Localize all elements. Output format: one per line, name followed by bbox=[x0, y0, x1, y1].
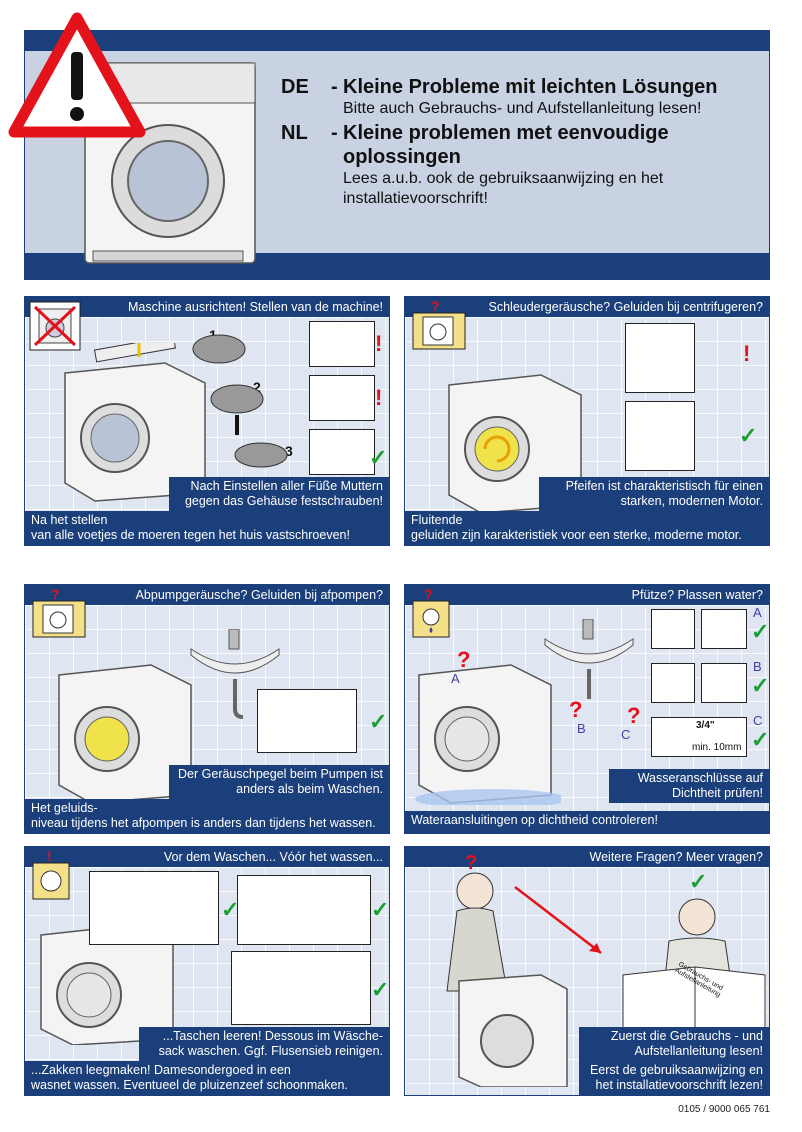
panel-pump-noise: Abpumpgeräusche? Geluiden bij afpompen? … bbox=[24, 584, 390, 834]
panel-align-machine: Maschine ausrichten! Stellen van de mach… bbox=[24, 296, 390, 546]
inset-wrong-2 bbox=[309, 375, 375, 421]
crossed-machine-icon bbox=[29, 301, 81, 351]
inset-wrong-1 bbox=[309, 321, 375, 367]
svg-text:?: ? bbox=[465, 852, 477, 874]
warning-triangle-icon bbox=[8, 12, 146, 138]
inset-spin-sound bbox=[625, 401, 695, 471]
arrow-icon bbox=[514, 886, 602, 954]
inset-lint-filter bbox=[231, 951, 371, 1025]
check-icon: ✓ bbox=[371, 977, 390, 1002]
panel-title: Abpumpgeräusche? Geluiden bij afpompen? bbox=[25, 585, 389, 605]
inset-c-thread: 3/4" min. 10mm bbox=[651, 717, 747, 757]
check-icon: ✓ bbox=[751, 673, 770, 698]
check-icon: ✓ bbox=[689, 869, 708, 894]
washing-machine-question-illustration bbox=[458, 974, 568, 1087]
inset-a-right bbox=[701, 609, 747, 649]
check-icon: ✓ bbox=[371, 897, 390, 922]
noise-question-icon: ? bbox=[412, 299, 466, 350]
panel-more-questions: Weitere Fragen? Meer vragen? ? ✓ Gebrauc… bbox=[404, 846, 770, 1096]
point-c: C bbox=[621, 727, 631, 742]
point-b: B bbox=[577, 721, 586, 736]
de-caption: Pfeifen ist charakteristisch für einen s… bbox=[539, 477, 769, 511]
washing-machine-before-illustration bbox=[40, 924, 174, 1045]
nl-code: NL bbox=[281, 122, 308, 144]
inset-a-wrong bbox=[651, 609, 695, 649]
point-a: A bbox=[451, 671, 460, 686]
inset-transport-bolts bbox=[625, 323, 695, 393]
nl-caption: Eerst de gebruiksaanwijzing en het insta… bbox=[579, 1061, 769, 1095]
inset-b-wrong bbox=[651, 663, 695, 703]
panel-spin-noise: Schleudergeräusche? Geluiden bij centrif… bbox=[404, 296, 770, 546]
nl-caption: Het geluids- niveau tijdens het afpompen… bbox=[25, 799, 389, 833]
puddle-question-icon: ? bbox=[412, 587, 450, 638]
svg-text:?: ? bbox=[51, 587, 60, 602]
pump-question-icon: ? bbox=[32, 587, 86, 638]
step-2: 2 bbox=[253, 379, 261, 395]
nl-subtitle: Lees a.u.b. ook de gebruiksaanwijzing en… bbox=[343, 170, 664, 207]
sink-illustration bbox=[190, 629, 280, 719]
inset-empty-pockets bbox=[89, 871, 219, 945]
nl-caption: Wateraansluitingen op dichtheid controle… bbox=[405, 811, 769, 833]
inset-b-right bbox=[701, 663, 747, 703]
de-caption: Wasseranschlüsse auf Dichtheit prüfen! bbox=[609, 769, 769, 803]
check-icon: ✓ bbox=[369, 709, 388, 734]
panel-title: Schleudergeräusche? Geluiden bij centrif… bbox=[405, 297, 769, 317]
header-text: DE - Kleine Probleme mit leichten Lösung… bbox=[281, 75, 761, 211]
thread-size: 3/4" bbox=[696, 720, 715, 731]
document-code: 0105 / 9000 065 761 bbox=[678, 1104, 770, 1115]
washing-machine-pump-illustration bbox=[58, 664, 192, 804]
de-subtitle: Bitte auch Gebrauchs- und Aufstellanleit… bbox=[343, 100, 702, 117]
svg-text:!: ! bbox=[47, 849, 52, 864]
de-caption: Der Geräuschpegel beim Pumpen ist anders… bbox=[169, 765, 389, 799]
check-icon: ✓ bbox=[369, 445, 388, 470]
inset-pump-sound bbox=[257, 689, 357, 753]
nl-caption: ...Zakken leegmaken! Damesondergoed in e… bbox=[25, 1061, 389, 1095]
de-title: Kleine Probleme mit leichten Lösungen bbox=[343, 76, 718, 98]
panel-before-washing: Vor dem Waschen... Vóór het wassen... ! … bbox=[24, 846, 390, 1096]
de-caption: Zuerst die Gebrauchs - und Aufstellanlei… bbox=[579, 1027, 769, 1061]
thread-measure: min. 10mm bbox=[692, 742, 742, 753]
panel-title: Vor dem Waschen... Vóór het wassen... bbox=[25, 847, 389, 867]
check-icon: ✓ bbox=[751, 727, 770, 752]
inset-laundry-bag bbox=[237, 875, 371, 945]
step-3: 3 bbox=[285, 443, 293, 459]
de-code: DE bbox=[281, 76, 309, 98]
confused-person-illustration: ? bbox=[446, 852, 508, 992]
panel-title: Maschine ausrichten! Stellen van de mach… bbox=[25, 297, 389, 317]
svg-text:?: ? bbox=[424, 587, 433, 602]
washing-machine-leak-illustration bbox=[415, 664, 561, 805]
header-band-top bbox=[25, 31, 769, 51]
nl-title: Kleine problemen met eenvoudige oplossin… bbox=[343, 122, 669, 168]
panel-puddle: Pfütze? Plassen water? ? ? A ? B ? C A ✓… bbox=[404, 584, 770, 834]
foot-adjust-illustration bbox=[192, 334, 288, 468]
check-icon: ✓ bbox=[751, 619, 770, 644]
nl-caption: Fluitende geluiden zijn karakteristiek v… bbox=[405, 511, 769, 545]
reading-person-illustration bbox=[622, 898, 766, 1046]
sink-illustration bbox=[544, 619, 634, 699]
de-caption: Nach Einstellen aller Füße Muttern gegen… bbox=[169, 477, 389, 511]
nl-caption: Na het stellen van alle voetjes de moere… bbox=[25, 511, 389, 545]
inset-correct bbox=[309, 429, 375, 475]
panel-title: Weitere Fragen? Meer vragen? bbox=[405, 847, 769, 867]
de-caption: ...Taschen leeren! Dessous im Wäsche-sac… bbox=[139, 1027, 389, 1061]
check-icon: ✓ bbox=[221, 897, 240, 922]
washing-machine-level-illustration bbox=[64, 343, 206, 502]
check-icon: ✓ bbox=[739, 423, 758, 448]
svg-text:?: ? bbox=[431, 299, 440, 314]
panel-title: Pfütze? Plassen water? bbox=[405, 585, 769, 605]
before-warning-icon: ! bbox=[32, 849, 70, 900]
